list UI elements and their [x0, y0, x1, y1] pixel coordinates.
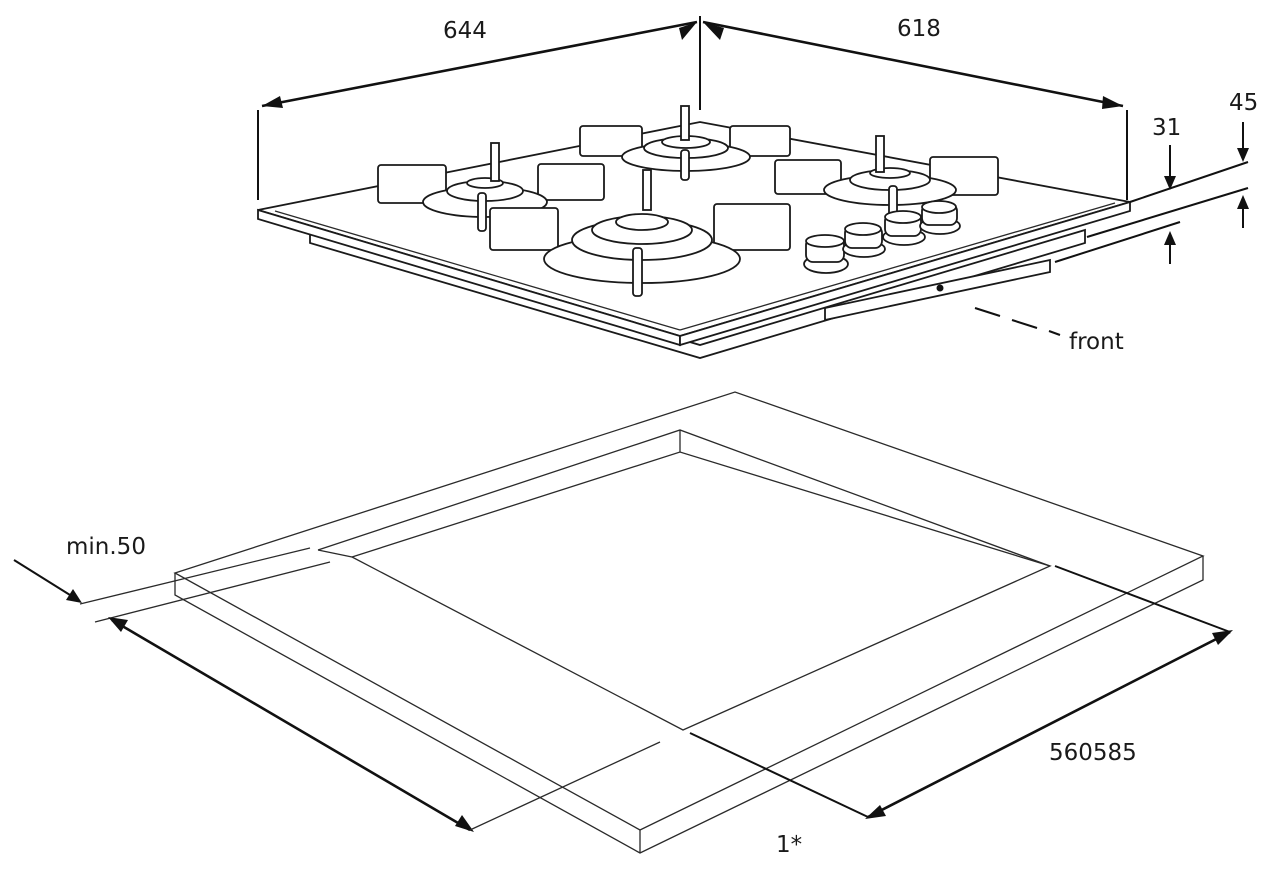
dimension-label-618: 618 [897, 16, 941, 42]
height-dimension-lines [1054, 122, 1249, 264]
cutout-dimension-label: 560585 [1049, 740, 1137, 766]
knob-3 [882, 210, 926, 246]
burner-right [774, 135, 999, 219]
knob-4 [919, 200, 961, 235]
dimension-label-45: 45 [1229, 90, 1259, 116]
burner-left [377, 142, 605, 232]
burner-back [579, 105, 791, 181]
overall-dimension-lines [257, 16, 1128, 200]
dimension-label-644: 644 [443, 18, 487, 44]
front-label: front [1069, 329, 1124, 355]
countertop [173, 391, 1205, 854]
control-knobs [803, 200, 961, 274]
footnote-marker: 1* [776, 832, 803, 858]
burner-front-wok [489, 169, 791, 297]
min-clearance-label: min.50 [66, 534, 146, 560]
cutout-dimension-lines [13, 547, 1233, 832]
knob-1 [803, 234, 849, 274]
dimension-label-31: 31 [1152, 115, 1182, 141]
front-indicator-line [974, 307, 1061, 336]
knob-2 [842, 222, 886, 258]
